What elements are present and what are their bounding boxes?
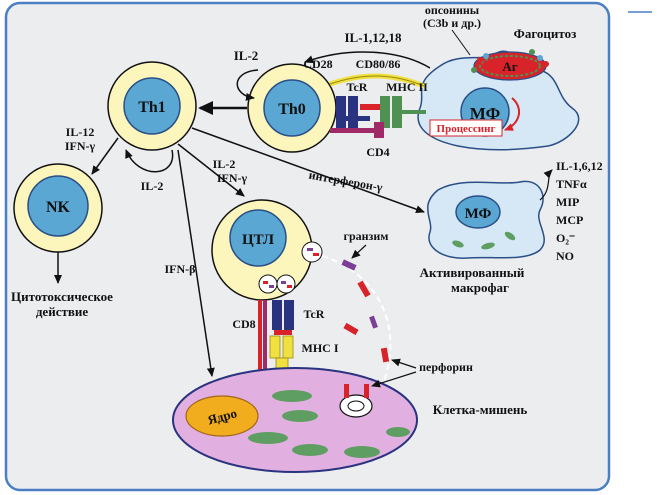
cd4-label: CD4 xyxy=(366,145,389,159)
il-1-12-18-arrow xyxy=(304,51,431,69)
ifn-gamma-left-label: IFN-γ xyxy=(65,139,96,153)
activated-macrophage-caption-line2: макрофаг xyxy=(451,280,509,295)
cytokine-item: MIP xyxy=(556,195,579,209)
nk-cell: NK xyxy=(13,163,103,253)
activated-macrophage-label: МФ xyxy=(465,206,492,222)
activated-macrophage-caption: Активированный xyxy=(420,265,525,280)
cd80-86-label: CD80/86 xyxy=(356,57,401,71)
cytokine-item: O₂⁻ xyxy=(556,231,575,245)
th0-cell: Th0 xyxy=(247,63,337,153)
il2-autocrine-label: IL-2 xyxy=(234,48,259,63)
granzyme-pointer xyxy=(351,244,367,259)
cd28-label: CD28 xyxy=(303,57,332,71)
il-1-12-18-label: IL-1,12,18 xyxy=(344,30,402,45)
il12-label: IL-12 xyxy=(66,125,95,139)
th1-label: Th1 xyxy=(138,99,166,116)
opsonins-label: опсонины xyxy=(425,3,480,17)
perforin-label: перфорин xyxy=(419,360,473,374)
perforin-pointer xyxy=(371,371,417,388)
th1-to-target-arrow xyxy=(177,149,215,377)
granzyme-label: гранзим xyxy=(344,229,389,243)
granule-release-path xyxy=(321,255,392,393)
tcr-mhc2-complex xyxy=(336,96,426,128)
tcr-bottom-label: TcR xyxy=(304,307,325,321)
phagocytosis-label: Фагоцитоз xyxy=(514,26,577,41)
target-nucleus xyxy=(185,395,259,437)
cytokine-list: IL-1,6,12 TNFα MIP MCP O₂⁻ NO xyxy=(556,159,603,263)
macrophage-phagocytosis: МФ Аг Процессинг xyxy=(417,49,580,151)
th1-cell: Th1 xyxy=(107,61,197,151)
cd4-molecule xyxy=(330,122,384,138)
mhc1-label: MHC I xyxy=(302,341,339,355)
il2-th1-loop-arrow xyxy=(125,149,174,173)
th1-to-ctl-arrow xyxy=(177,143,245,197)
antigen-label: Аг xyxy=(502,59,517,74)
cd8-label: CD8 xyxy=(232,317,255,331)
th1-to-macrophage-arrow xyxy=(191,127,425,214)
cytotoxic-label: Цитотоксическое xyxy=(11,289,113,304)
ctl-cell: ЦТЛ xyxy=(211,199,323,301)
nk-label: NK xyxy=(46,199,71,216)
activated-macrophage: МФ xyxy=(426,180,545,259)
ctl-label: ЦТЛ xyxy=(242,232,274,248)
target-cell: Ядро xyxy=(172,367,418,473)
cytokine-release-arrow xyxy=(539,169,553,201)
macrophage-label: МФ xyxy=(470,104,500,123)
mhc2-label: MHC II xyxy=(386,80,428,94)
il2-autocrine-arrow xyxy=(236,69,259,101)
opsonins-subtitle: (C3b и др.) xyxy=(423,16,481,30)
th0-label: Th0 xyxy=(278,101,306,118)
il2-to-ctl-label: IL-2 xyxy=(213,157,236,171)
processing-label: Процессинг xyxy=(437,123,496,135)
il2-th1-label: IL-2 xyxy=(141,179,164,193)
ifn-beta-label: IFN-β xyxy=(165,262,196,276)
tcr-top-label: TcR xyxy=(347,80,368,94)
perforin-pointer xyxy=(391,358,417,369)
cytotoxic-label-line2: действие xyxy=(36,304,89,319)
cytokine-item: NO xyxy=(556,249,574,263)
target-cell-label: Клетка-мишень xyxy=(433,402,528,417)
cytokine-item: TNFα xyxy=(556,177,587,191)
opsonins-pointer xyxy=(451,29,471,56)
nucleus-label: Ядро xyxy=(206,405,239,427)
cytokine-item: IL-1,6,12 xyxy=(556,159,603,173)
cytokine-item: MCP xyxy=(556,213,583,227)
th1-to-nk-arrow xyxy=(91,137,119,175)
